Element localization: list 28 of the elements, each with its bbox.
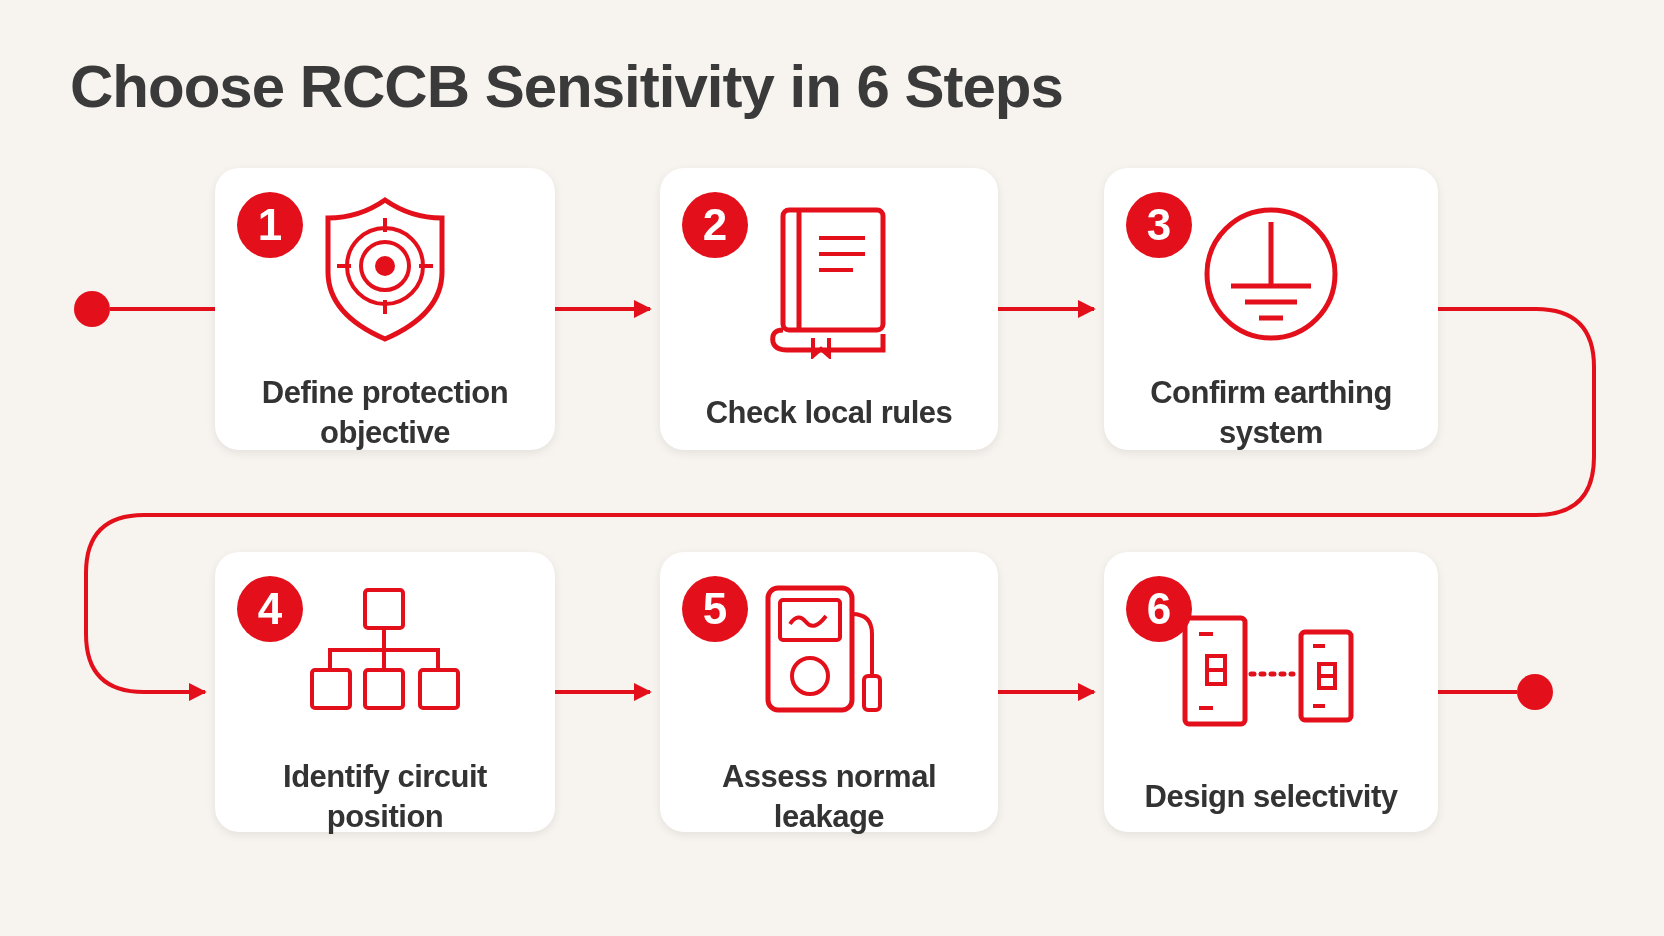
step-card [215,168,555,450]
step-label: Identify circuit position [282,757,488,836]
step-label: Confirm earthing system [1149,373,1393,452]
step-number-badge: 3 [1126,192,1192,258]
arrow [555,683,652,701]
step-card [1104,168,1438,450]
step-card [215,552,555,832]
step-card [660,552,998,832]
connector-line [1438,690,1517,694]
title: Choose RCCB Sensitivity in 6 Steps [70,52,1063,121]
arrow [84,307,1596,701]
step-number-badge: 1 [237,192,303,258]
circle-marker [1517,674,1553,710]
arrow [555,300,652,318]
arrow [998,300,1096,318]
step-number-badge: 5 [682,576,748,642]
circle-marker [74,291,110,327]
step-number-badge: 6 [1126,576,1192,642]
step-label: Define protection objective [260,373,510,452]
step-card [660,168,998,450]
step-label: Check local rules [705,393,953,432]
step-label: Assess normal leakage [720,757,938,836]
connector-line [110,307,215,311]
step-number-badge: 4 [237,576,303,642]
step-label: Design selectivity [1144,777,1398,816]
step-number-badge: 2 [682,192,748,258]
step-card [1104,552,1438,832]
arrow [998,683,1096,701]
